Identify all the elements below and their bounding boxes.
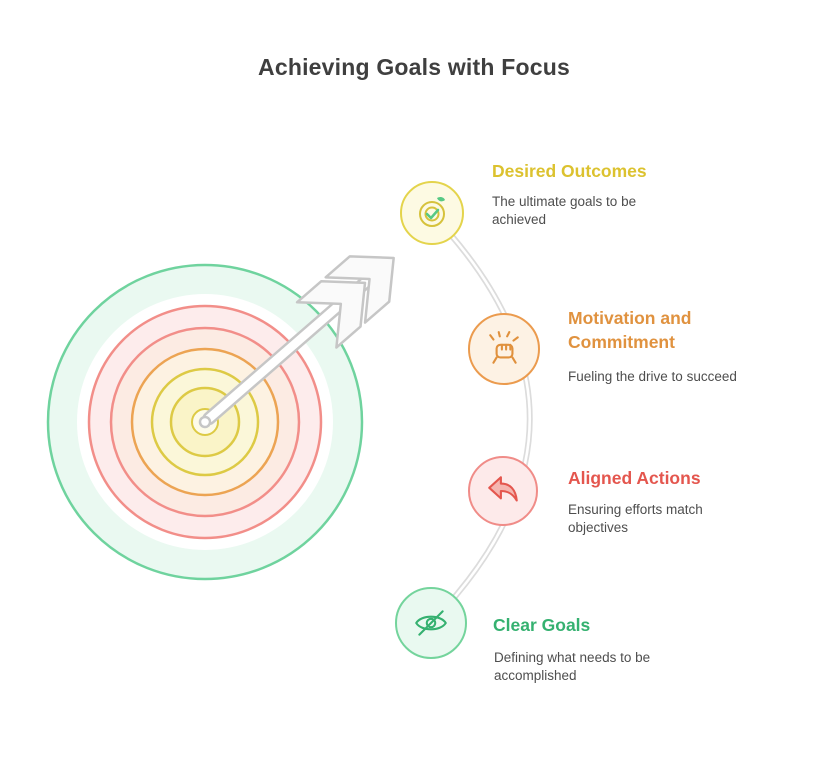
node-clear-goals (395, 587, 467, 659)
fist-rays-icon (489, 331, 519, 364)
arrow-icon (198, 255, 395, 429)
eye-slash-icon (415, 610, 447, 636)
node-motivation-commitment (468, 313, 540, 385)
heading-aligned-actions: Aligned Actions (568, 468, 701, 488)
heading-clear-goals: Clear Goals (493, 615, 591, 635)
target-check-icon (419, 196, 445, 227)
description-desired-outcomes: The ultimate goals to be achieved (492, 194, 637, 227)
page-title: Achieving Goals with Focus (258, 54, 570, 80)
description-motivation-commitment: Fueling the drive to succeed (568, 369, 737, 384)
heading-desired-outcomes: Desired Outcomes (492, 161, 647, 181)
node-desired-outcomes (400, 181, 464, 245)
heading-motivation-commitment: Motivation and Commitment (568, 308, 692, 352)
curved-reply-arrow-icon (488, 476, 518, 502)
description-aligned-actions: Ensuring efforts match objectives (568, 502, 703, 535)
description-clear-goals: Defining what needs to be accomplished (494, 650, 651, 683)
node-aligned-actions (468, 456, 538, 526)
bullseye-target-arrow-illustration (46, 255, 395, 581)
connector-curve (428, 211, 533, 626)
